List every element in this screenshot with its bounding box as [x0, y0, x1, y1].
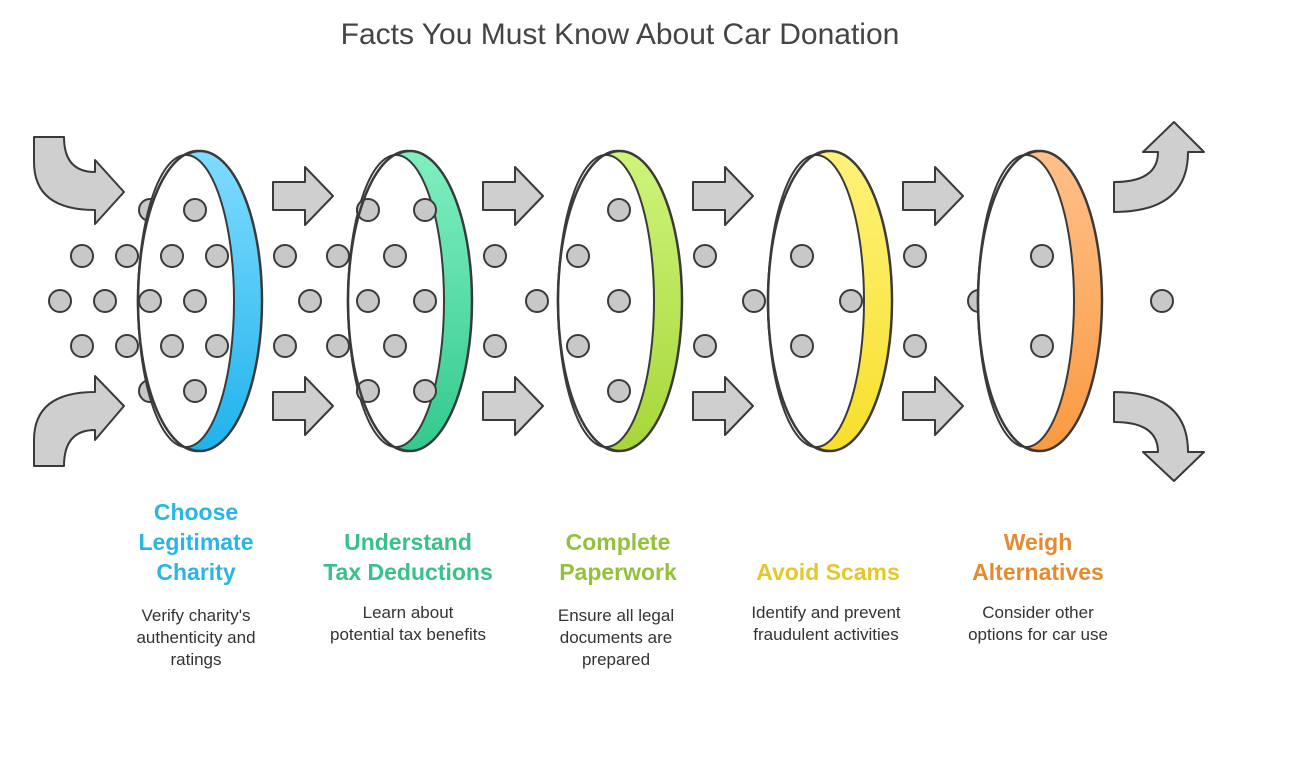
curved-arrow-icon-out-bottom [1113, 391, 1205, 482]
particle-dot [326, 244, 350, 268]
arrow-icon-bottom-1 [272, 376, 334, 436]
step-5-title: Weigh Alternatives [938, 527, 1138, 587]
particle-dot [138, 289, 162, 313]
particle-dot [205, 244, 229, 268]
particle-dot [160, 244, 184, 268]
particle-dot [115, 334, 139, 358]
step-5-description: Consider other options for car use [938, 602, 1138, 646]
particle-dot [1030, 244, 1054, 268]
particle-dot [273, 244, 297, 268]
step-1-desc-line-2: authenticity and [136, 628, 256, 647]
step-3-title-line-1: Complete [565, 529, 671, 555]
particle-dot [566, 334, 590, 358]
particle-dot [273, 334, 297, 358]
curved-arrow-icon-in-bottom [33, 375, 125, 467]
step-1-title-line-3: Charity [156, 559, 236, 585]
step-4-description: Identify and prevent fraudulent activiti… [726, 602, 926, 646]
particle-dot [693, 244, 717, 268]
step-5-title-line-2: Alternatives [972, 559, 1104, 585]
step-2-desc-line-2: potential tax benefits [330, 625, 486, 644]
step-3-desc-line-2: documents are [559, 628, 673, 647]
step-1-desc-line-3: ratings [170, 650, 222, 669]
filter-ring-4 [766, 149, 894, 453]
particle-dot [742, 289, 766, 313]
particle-dot [383, 334, 407, 358]
filter-ring-2 [346, 149, 474, 453]
particle-dot [413, 379, 437, 403]
step-5-desc-line-2: options for car use [968, 625, 1108, 644]
step-3-description: Ensure all legal documents are prepared [516, 605, 716, 671]
particle-dot [93, 289, 117, 313]
particle-dot [607, 198, 631, 222]
arrow-icon-bottom-2 [482, 376, 544, 436]
particle-dot [413, 289, 437, 313]
step-1-title-line-2: Legitimate [138, 529, 254, 555]
particle-dot [183, 379, 207, 403]
particle-dot [903, 244, 927, 268]
arrow-icon-top-2 [482, 166, 544, 226]
particle-dot [160, 334, 184, 358]
particle-dot [693, 334, 717, 358]
step-1-title-line-1: Choose [153, 499, 239, 525]
step-2-description: Learn about potential tax benefits [308, 602, 508, 646]
particle-dot [183, 198, 207, 222]
particle-dot [48, 289, 72, 313]
curved-arrow-icon-in-top [33, 136, 125, 225]
step-4-desc-line-2: fraudulent activities [753, 625, 899, 644]
particle-dot [607, 379, 631, 403]
particle-dot [790, 244, 814, 268]
particle-dot [298, 289, 322, 313]
step-3-desc-line-1: Ensure all legal [557, 606, 675, 625]
arrow-icon-top-3 [692, 166, 754, 226]
particle-dot [790, 334, 814, 358]
arrow-icon-bottom-4 [902, 376, 964, 436]
particle-dot [183, 289, 207, 313]
diagram-title: Facts You Must Know About Car Donation [340, 18, 900, 51]
step-5-desc-line-1: Consider other [982, 603, 1094, 622]
filter-ring-3 [556, 149, 684, 453]
particle-dot [566, 244, 590, 268]
particle-dot [115, 244, 139, 268]
step-2-title-line-1: Understand [344, 529, 472, 555]
step-1-desc-line-1: Verify charity's [141, 606, 251, 625]
particle-dot [483, 244, 507, 268]
filters-layer [136, 149, 1104, 453]
filter-ring-5 [976, 149, 1104, 453]
arrow-icon-top-1 [272, 166, 334, 226]
step-2-title-line-2: Tax Deductions [323, 559, 493, 585]
particle-dot [205, 334, 229, 358]
particle-dot [70, 244, 94, 268]
particle-dot [1150, 289, 1174, 313]
arrow-icon-bottom-3 [692, 376, 754, 436]
particle-dot [525, 289, 549, 313]
step-4-desc-line-1: Identify and prevent [751, 603, 901, 622]
step-4-title-line-1: Avoid Scams [756, 559, 900, 585]
step-3-desc-line-3: prepared [581, 650, 651, 669]
particle-dot [1030, 334, 1054, 358]
particle-dot [483, 334, 507, 358]
step-1-description: Verify charity's authenticity and rating… [96, 605, 296, 671]
step-1-title: Choose Legitimate Charity [96, 497, 296, 587]
step-2-title: Understand Tax Deductions [308, 527, 508, 587]
particle-dot [413, 198, 437, 222]
step-4-title: Avoid Scams [728, 557, 928, 587]
particle-dot [383, 244, 407, 268]
curved-arrow-icon-out-top [1113, 121, 1205, 213]
step-2-desc-line-1: Learn about [362, 603, 454, 622]
arrow-icon-top-4 [902, 166, 964, 226]
arrows-layer [33, 121, 1205, 482]
particle-dot [607, 289, 631, 313]
particle-dot [326, 334, 350, 358]
particle-dot [356, 289, 380, 313]
filter-ring-1 [136, 149, 264, 453]
particle-dot [903, 334, 927, 358]
step-5-title-line-1: Weigh [1003, 529, 1073, 555]
particle-dot [70, 334, 94, 358]
particle-dot [839, 289, 863, 313]
step-3-title: Complete Paperwork [518, 527, 718, 587]
step-3-title-line-2: Paperwork [559, 559, 677, 585]
